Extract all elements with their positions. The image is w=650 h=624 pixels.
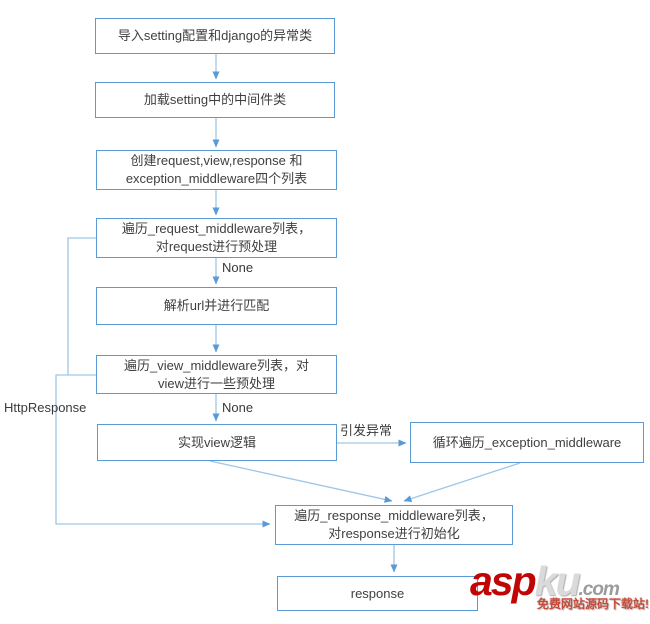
watermark-brand-asp: asp [470, 558, 537, 604]
node-response-label: response [350, 585, 405, 601]
node-create-lists: 创建request,view,response 和 exception_midd… [96, 150, 337, 190]
node-parse-url-label: 解析url并进行匹配 [163, 298, 270, 314]
node-view-logic-label: 实现view逻辑 [177, 434, 256, 450]
watermark-domain-suffix: .com [578, 579, 620, 600]
node-exception-middleware: 循环遍历_exception_middleware [410, 422, 644, 463]
node-response-middleware: 遍历_response_middleware列表， 对response进行初始化 [275, 505, 513, 545]
node-response-middleware-line2: 对response进行初始化 [328, 526, 460, 541]
node-response-middleware-line1: 遍历_response_middleware列表， [294, 508, 494, 524]
node-load-middleware: 加载setting中的中间件类 [95, 82, 335, 118]
node-parse-url: 解析url并进行匹配 [96, 287, 337, 325]
edge-label-http-response: HttpResponse [4, 400, 87, 415]
edge-label-raise-exception: 引发异常 [340, 423, 393, 438]
watermark: aspku.com 免费网站源码下载站! [470, 561, 650, 612]
edge-label-none-after-view: None [222, 400, 254, 415]
node-view-logic: 实现view逻辑 [97, 424, 337, 461]
node-view-middleware: 遍历_view_middleware列表，对 view进行一些预处理 [96, 355, 337, 394]
node-load-middleware-label: 加载setting中的中间件类 [143, 92, 287, 108]
node-request-middleware: 遍历_request_middleware列表， 对request进行预处理 [96, 218, 337, 258]
edge-label-none-after-request: None [222, 260, 254, 275]
watermark-tagline: 免费网站源码下载站! [537, 597, 649, 611]
arrow-viewlogic-to-responsemw [209, 460, 393, 503]
node-create-lists-line1: 创建request,view,response 和 [130, 153, 303, 169]
node-import-settings: 导入setting配置和django的异常类 [95, 18, 335, 54]
watermark-brand: aspku.com [470, 561, 650, 602]
arrow-exceptionmw-to-responsemw [403, 462, 521, 502]
connector-requestmw-bypass [67, 237, 96, 375]
node-create-lists-line2: exception_middleware四个列表 [125, 171, 308, 186]
connector-viewmw-bypass-to-responsemw [55, 374, 271, 528]
node-request-middleware-line2: 对request进行预处理 [155, 239, 278, 254]
node-exception-middleware-label: 循环遍历_exception_middleware [432, 434, 622, 450]
node-response: response [277, 576, 478, 611]
node-import-settings-label: 导入setting配置和django的异常类 [117, 28, 313, 44]
watermark-brand-ku: ku [534, 558, 581, 604]
node-view-middleware-line2: view进行一些预处理 [157, 375, 275, 391]
node-view-middleware-line1: 遍历_view_middleware列表，对 [124, 357, 309, 373]
node-request-middleware-line1: 遍历_request_middleware列表， [121, 221, 312, 237]
